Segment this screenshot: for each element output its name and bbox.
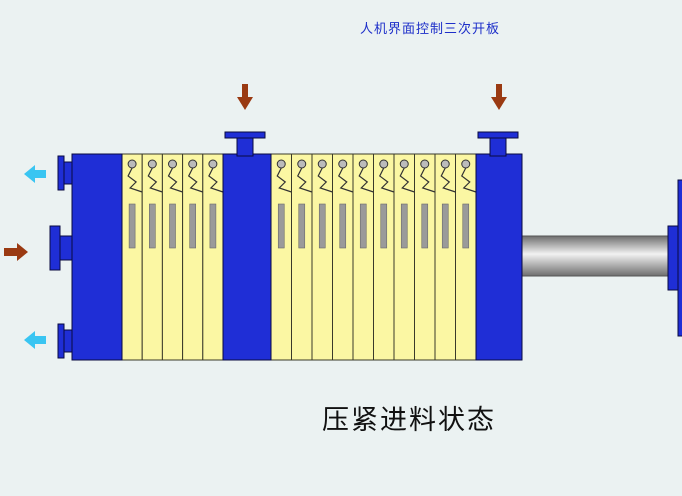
hanger-ring	[127, 159, 137, 169]
filter-plates-group-1	[121, 153, 224, 361]
filter-cloth-strip	[149, 203, 156, 249]
chain-link	[276, 167, 292, 193]
hanger-ring	[147, 159, 157, 169]
outlet-flange-bottom	[57, 323, 65, 359]
hanger-ring	[276, 159, 286, 169]
hanger-ring	[338, 159, 348, 169]
filter-cloth-strip	[441, 203, 449, 249]
filter-cloth-strip	[339, 203, 347, 249]
filter-cloth-strip	[380, 203, 388, 249]
chain-link	[296, 167, 313, 193]
filter-plate	[121, 153, 143, 361]
filter-plate	[182, 153, 204, 361]
filter-cloth-strip	[128, 203, 136, 249]
hanger-ring	[297, 159, 307, 169]
filter-cloth-strip	[189, 203, 196, 249]
chain-link	[440, 167, 456, 193]
filter-plate	[434, 153, 456, 361]
filter-cloth-strip	[277, 203, 285, 249]
chain-link	[317, 167, 333, 193]
left-arrow-icon	[24, 165, 46, 183]
hanger-ring	[208, 159, 218, 169]
chain-link	[378, 167, 395, 193]
chain-link	[167, 167, 183, 193]
hanger-ring	[379, 159, 389, 169]
filter-cloth-strip	[462, 203, 470, 249]
outlet-flange-top	[57, 155, 65, 191]
feed-pipe-2	[489, 135, 507, 157]
right-pressing-plate	[475, 153, 523, 361]
hydraulic-cylinder-body	[677, 179, 682, 337]
feed-flange-1	[224, 131, 266, 139]
filter-plate	[141, 153, 163, 361]
chain-link	[419, 167, 436, 193]
filter-plate	[352, 153, 374, 361]
down-arrow-icon	[491, 84, 507, 110]
filter-cloth-strip	[400, 203, 408, 249]
filter-plate	[414, 153, 436, 361]
filter-cloth-strip	[298, 203, 306, 249]
hanger-ring	[399, 159, 409, 169]
hanger-ring	[188, 159, 198, 169]
filter-plate	[373, 153, 395, 361]
filter-plate	[455, 153, 477, 361]
inlet-pipe	[59, 235, 73, 261]
chain-link	[399, 167, 415, 193]
middle-head-plate	[222, 153, 272, 361]
filter-cloth-strip	[318, 203, 326, 249]
chain-link	[358, 167, 374, 193]
filter-cloth-strip	[169, 203, 176, 249]
filter-cloth-strip	[359, 203, 367, 249]
filter-plate	[311, 153, 333, 361]
filter-plate	[202, 153, 224, 361]
page-title[interactable]: 人机界面控制三次开板	[360, 22, 501, 37]
hydraulic-rod	[519, 235, 673, 277]
filter-plate	[270, 153, 292, 361]
hanger-ring	[461, 159, 471, 169]
chain-link	[147, 167, 163, 193]
feed-pipe-1	[236, 135, 254, 157]
chain-link	[460, 167, 477, 193]
chain-link	[187, 167, 203, 193]
filter-plate	[393, 153, 415, 361]
filter-plates-group-2	[270, 153, 477, 361]
filter-cloth-strip	[209, 203, 217, 249]
chain-link	[337, 167, 354, 193]
chain-link	[127, 167, 143, 193]
down-arrow-icon	[237, 84, 253, 110]
feed-flange-2	[477, 131, 519, 139]
left-arrow-icon	[24, 331, 46, 349]
left-end-plate	[71, 153, 123, 361]
hanger-ring	[168, 159, 177, 169]
hanger-ring	[317, 159, 327, 169]
hanger-ring	[420, 159, 430, 169]
inlet-flange	[49, 225, 61, 271]
chain-link	[208, 167, 224, 193]
filter-cloth-strip	[421, 203, 429, 249]
hanger-ring	[358, 159, 368, 169]
filter-plate	[161, 153, 184, 361]
filter-plate	[332, 153, 354, 361]
status-caption: 压紧进料状态	[322, 405, 496, 436]
right-arrow-icon	[4, 243, 28, 261]
filter-plate	[291, 153, 313, 361]
hanger-ring	[440, 159, 450, 169]
